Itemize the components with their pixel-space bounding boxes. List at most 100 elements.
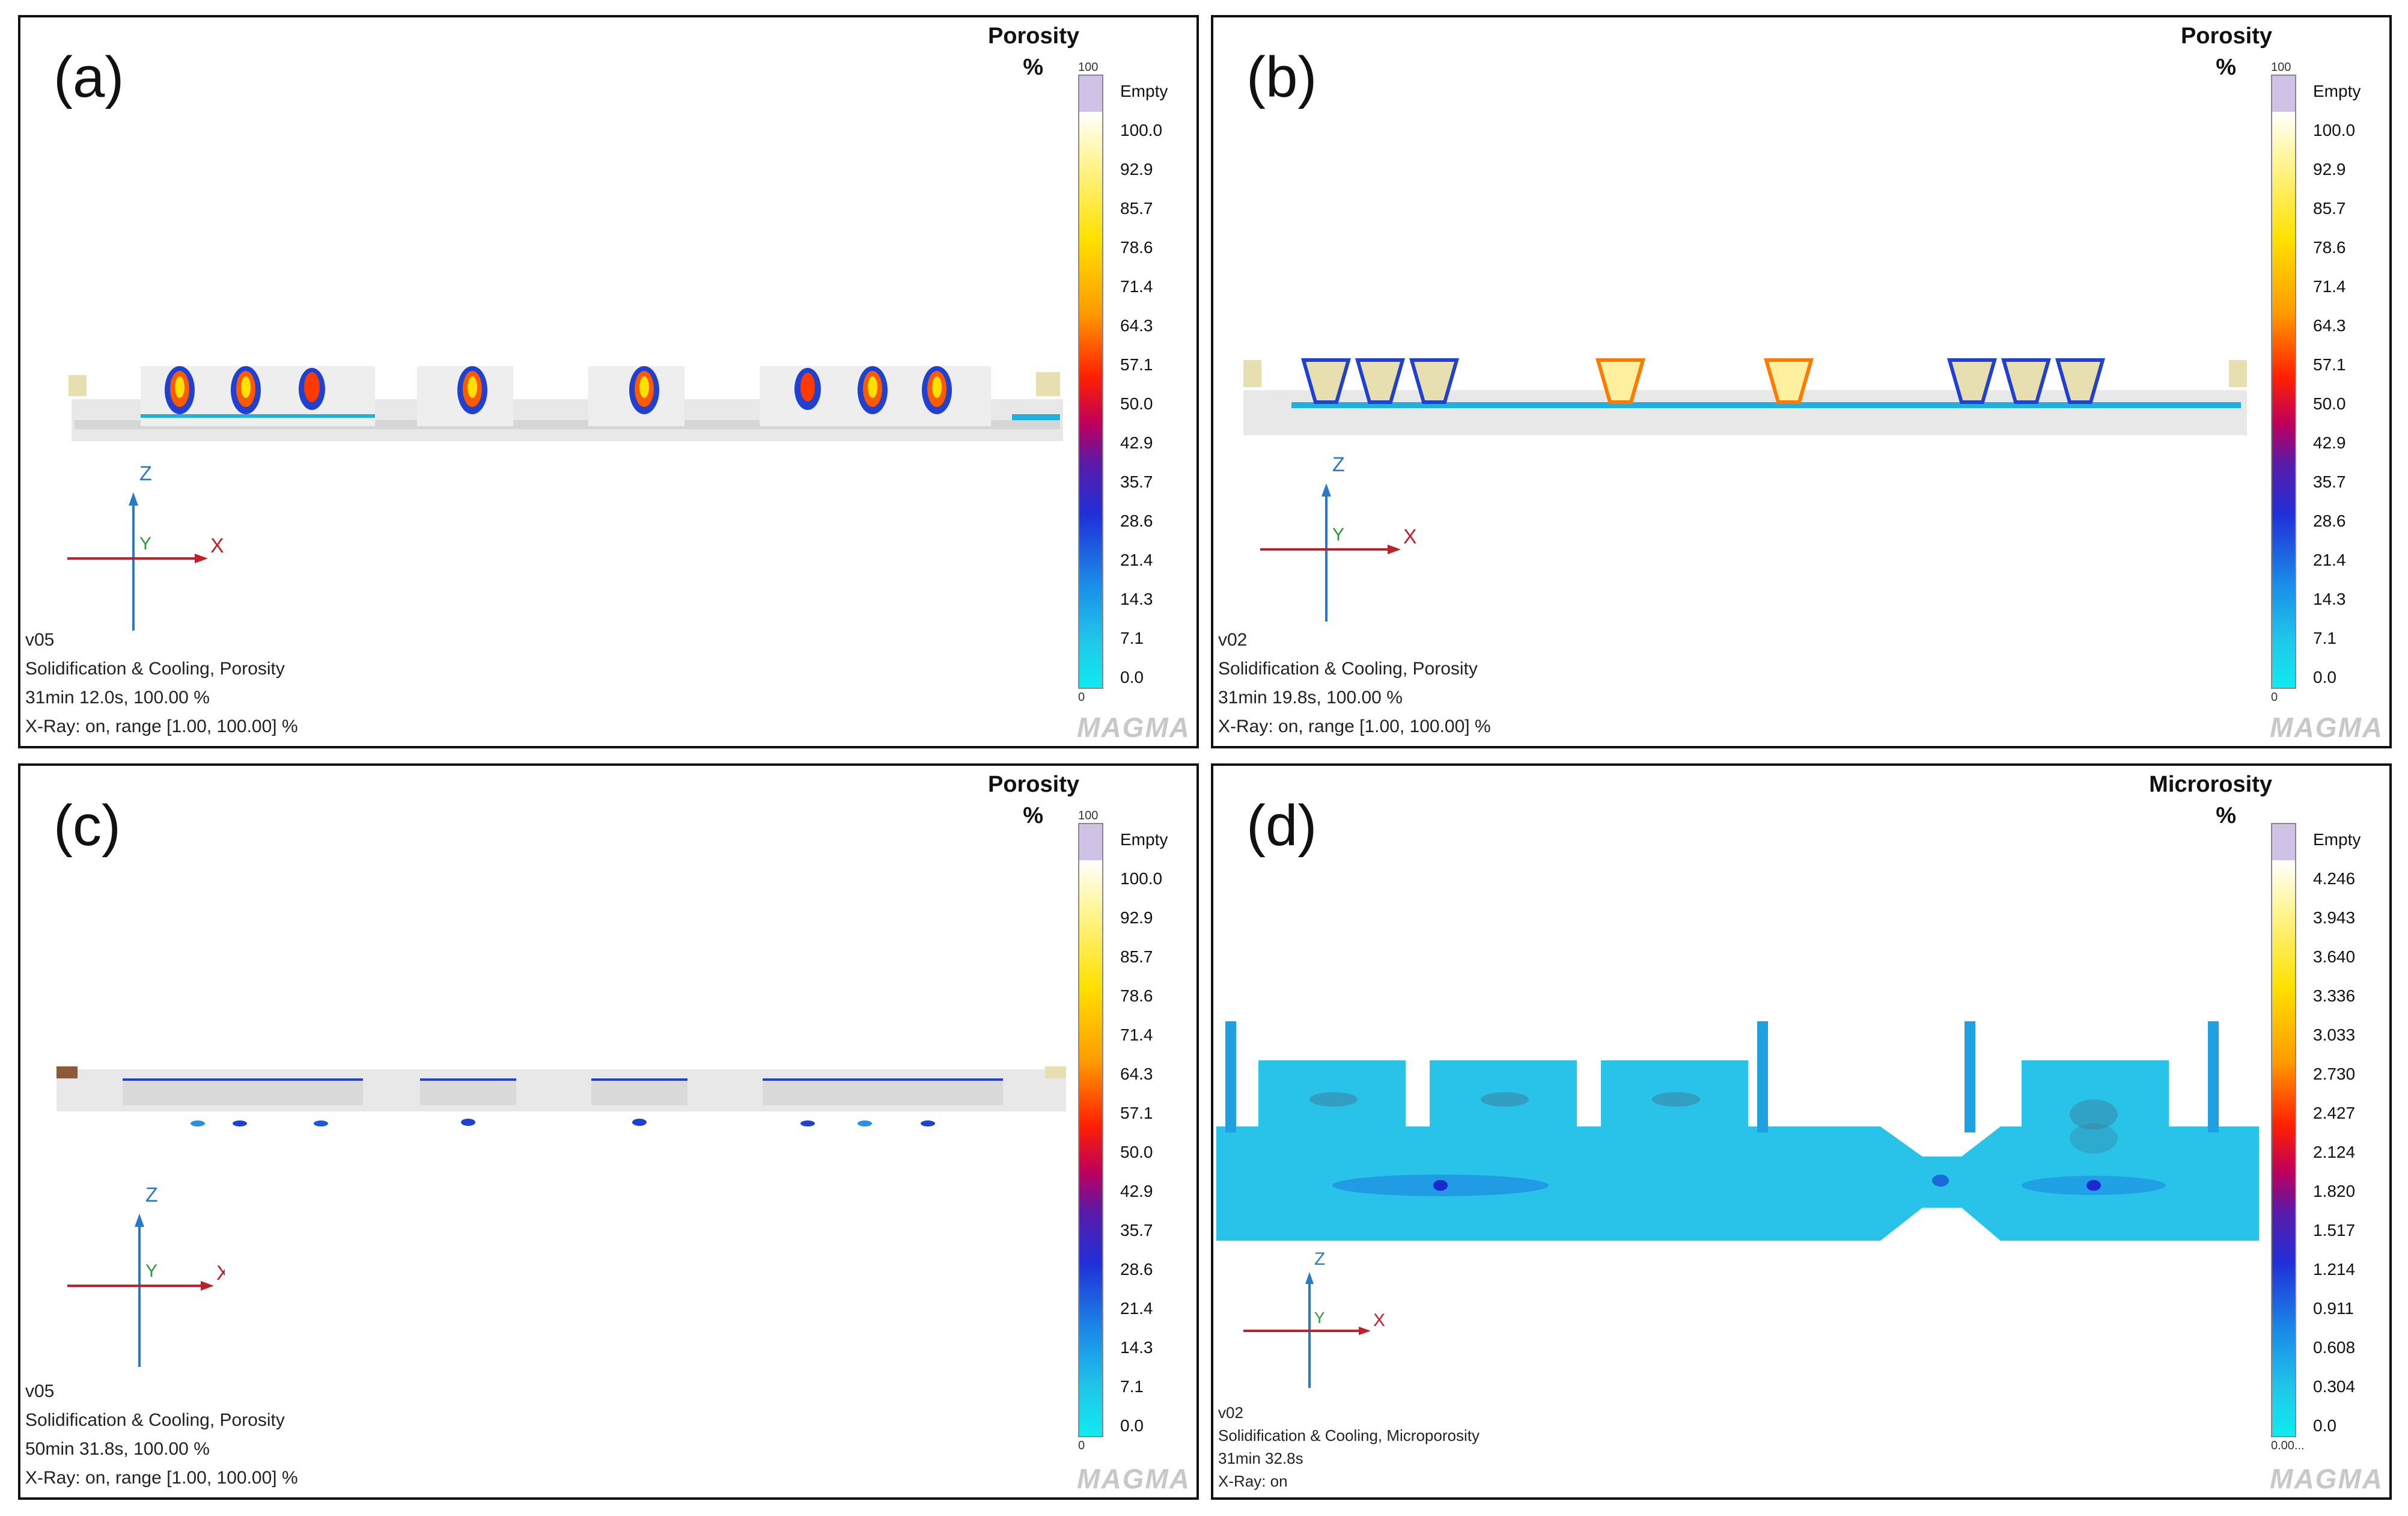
tick-label: 3.336 xyxy=(2313,986,2356,1005)
result-type: Solidification & Cooling, Porosity xyxy=(25,659,285,679)
tick-label: 78.6 xyxy=(2313,238,2346,257)
magma-logo: MAGMA xyxy=(2270,712,2383,743)
result-info: v05 Solidification & Cooling, Porosity 5… xyxy=(25,1377,298,1493)
result-info: v02 Solidification & Cooling, Microporos… xyxy=(1218,1401,1480,1493)
tick-label: 64.3 xyxy=(1120,316,1153,335)
panel-d: (d) Microrosity % 0.00... Empty 4.246 3.… xyxy=(1211,763,2392,1500)
version-label: v05 xyxy=(25,630,55,650)
tick-label: 50.0 xyxy=(1120,1143,1153,1161)
scale-unit: % xyxy=(1023,803,1043,828)
tick-label: 64.3 xyxy=(2313,316,2346,335)
tick-label: 50.0 xyxy=(2313,394,2346,413)
xray-range: X-Ray: on, range [1.00, 100.00] % xyxy=(1218,717,1491,736)
tick-label: 85.7 xyxy=(1120,199,1153,218)
scale-ticks: Empty 100.0 92.9 85.7 78.6 71.4 64.3 57.… xyxy=(1120,823,1192,1437)
empty-band xyxy=(2272,824,2295,860)
tick-label: 2.124 xyxy=(2313,1143,2356,1161)
tick-label: 0.0 xyxy=(1120,1416,1144,1435)
color-scale-bar xyxy=(1078,75,1103,689)
tick-label: 35.7 xyxy=(1120,472,1153,491)
result-time: 50min 31.8s, 100.00 % xyxy=(25,1439,210,1459)
tick-label: 28.6 xyxy=(1120,1260,1153,1279)
scale-max-label: 100 xyxy=(2271,61,2291,74)
xray-range: X-Ray: on xyxy=(1218,1472,1288,1490)
tick-label: 3.640 xyxy=(2313,947,2356,966)
scale-title: Microrosity xyxy=(2149,772,2272,797)
tick-label: 0.0 xyxy=(2313,668,2336,686)
tick-label: 3.033 xyxy=(2313,1025,2356,1044)
result-info: v05 Solidification & Cooling, Porosity 3… xyxy=(25,626,298,741)
panel-label: (d) xyxy=(1246,793,1317,858)
axis-triad: Z Y X xyxy=(67,462,224,631)
porosity-hotspots xyxy=(1243,358,2247,404)
tick-label: 71.4 xyxy=(2313,277,2346,296)
result-type: Solidification & Cooling, Porosity xyxy=(1218,659,1478,679)
tick-label: 42.9 xyxy=(2313,433,2346,452)
tick-label: 92.9 xyxy=(2313,160,2346,179)
tick-label: Empty xyxy=(2313,82,2361,100)
panel-c: (c) Porosity % 100 0 Empty 100.0 92.9 85… xyxy=(18,763,1199,1500)
z-axis-label: Z xyxy=(1314,1249,1325,1269)
panel-label: (c) xyxy=(53,793,121,858)
scale-title: Porosity xyxy=(987,772,1079,797)
tick-label: 28.6 xyxy=(1120,512,1153,530)
tick-label: 42.9 xyxy=(1120,433,1153,452)
z-axis-label: Z xyxy=(1332,453,1345,476)
empty-band xyxy=(1079,824,1102,860)
tick-label: 35.7 xyxy=(1120,1221,1153,1239)
porosity-hotspots xyxy=(69,366,1060,420)
tick-label: 2.730 xyxy=(2313,1065,2356,1083)
y-axis-label: Y xyxy=(145,1261,157,1281)
scale-ticks: Empty 4.246 3.943 3.640 3.336 3.033 2.73… xyxy=(2313,823,2385,1437)
tick-label: 85.7 xyxy=(2313,199,2346,218)
tick-label: 0.304 xyxy=(2313,1377,2356,1396)
version-label: v02 xyxy=(1218,630,1248,650)
scale-max-label: 100 xyxy=(1078,61,1099,74)
scale-title: Porosity xyxy=(2180,23,2272,49)
panel-label: (b) xyxy=(1246,45,1317,109)
panel-b: (b) Porosity % 100 0 Empty 100.0 92.9 85… xyxy=(1211,15,2392,748)
tick-label: 78.6 xyxy=(1120,986,1153,1005)
tick-label: 92.9 xyxy=(1120,908,1153,927)
magma-logo: MAGMA xyxy=(1077,1463,1190,1494)
color-scale-bar xyxy=(1078,823,1103,1437)
tick-label: 35.7 xyxy=(2313,472,2346,491)
tick-label: 21.4 xyxy=(2313,551,2346,569)
tick-label: 71.4 xyxy=(1120,1025,1153,1044)
porosity-hotspots xyxy=(56,1066,1066,1126)
result-info: v02 Solidification & Cooling, Porosity 3… xyxy=(1218,626,1491,741)
z-axis-label: Z xyxy=(139,462,152,485)
tick-label: 78.6 xyxy=(1120,238,1153,257)
axis-triad: Z Y X xyxy=(1243,1249,1385,1388)
result-time: 31min 32.8s xyxy=(1218,1449,1303,1467)
panel-label: (a) xyxy=(53,45,124,109)
color-scale-bar xyxy=(2271,75,2296,689)
color-gradient xyxy=(2272,112,2295,688)
microporosity-hotspots xyxy=(1309,1092,2166,1196)
tick-label: 0.608 xyxy=(2313,1338,2356,1357)
tick-label: 7.1 xyxy=(1120,629,1144,647)
tick-label: 1.517 xyxy=(2313,1221,2356,1239)
xray-range: X-Ray: on, range [1.00, 100.00] % xyxy=(25,1468,298,1488)
empty-band xyxy=(1079,76,1102,112)
x-axis-label: X xyxy=(216,1262,225,1285)
scale-unit: % xyxy=(1023,55,1043,80)
magma-logo: MAGMA xyxy=(2270,1463,2383,1494)
tick-label: 57.1 xyxy=(1120,1104,1153,1122)
tick-label: 14.3 xyxy=(2313,590,2346,608)
tick-label: 1.820 xyxy=(2313,1182,2356,1200)
x-axis-label: X xyxy=(1373,1310,1385,1330)
tick-label: 21.4 xyxy=(1120,551,1153,569)
version-label: v05 xyxy=(25,1381,55,1401)
x-axis-label: X xyxy=(210,534,224,557)
magma-logo: MAGMA xyxy=(1077,712,1190,743)
color-gradient xyxy=(1079,112,1102,688)
tick-label: 28.6 xyxy=(2313,512,2346,530)
casting-view xyxy=(69,366,1063,441)
scale-unit: % xyxy=(2216,803,2236,828)
tick-label: 50.0 xyxy=(1120,394,1153,413)
tick-label: Empty xyxy=(1120,82,1168,100)
axis-triad: Z Y X xyxy=(67,1184,225,1367)
tick-label: 14.3 xyxy=(1120,590,1153,608)
casting-view xyxy=(1216,1021,2259,1241)
